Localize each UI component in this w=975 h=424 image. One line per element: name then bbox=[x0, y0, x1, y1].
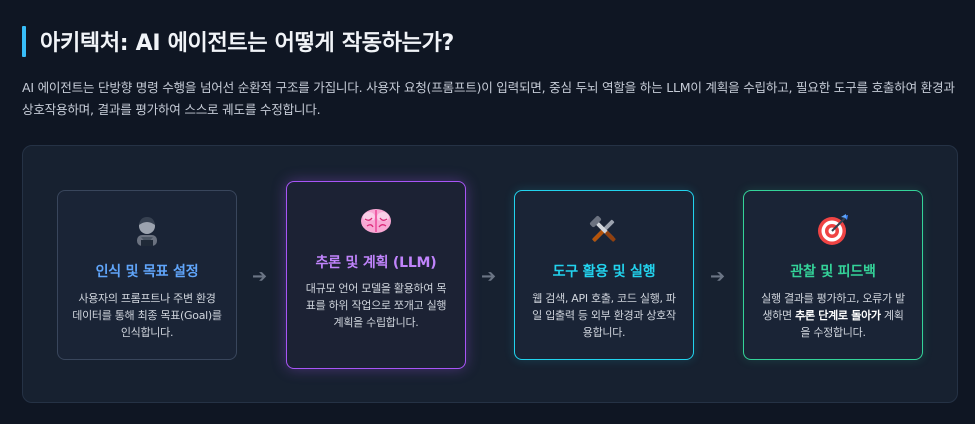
arrow-right-icon: ➔ bbox=[710, 266, 726, 287]
step-description: 사용자의 프롬프트나 주변 환경 데이터를 통해 최종 목표(Goal)를 인식… bbox=[72, 292, 222, 339]
step-card-feedback: 관찰 및 피드백 실행 결과를 평가하고, 오류가 발생하면 추론 단계로 돌아… bbox=[743, 190, 923, 360]
arrow-right-icon: ➔ bbox=[252, 266, 268, 287]
heading: 아키텍처: AI 에이전트는 어떻게 작동하는가? bbox=[22, 24, 454, 58]
step-title: 인식 및 목표 설정 bbox=[95, 264, 199, 280]
step-description: 웹 검색, API 호출, 코드 실행, 파일 입출력 등 외부 환경과 상호작… bbox=[532, 292, 676, 339]
step-card-execution: 도구 활용 및 실행 웹 검색, API 호출, 코드 실행, 파일 입출력 등… bbox=[514, 190, 694, 360]
step-description-text: 실행 결과를 평가하고, 오류가 발생하면 bbox=[761, 292, 905, 322]
heading-accent-bar bbox=[22, 25, 26, 57]
step-title: 추론 및 계획 (LLM) bbox=[315, 255, 437, 271]
person-icon bbox=[58, 213, 236, 247]
step-description: 실행 결과를 평가하고, 오류가 발생하면 추론 단계로 돌아가 계획을 수정합… bbox=[758, 290, 908, 341]
target-icon bbox=[744, 213, 922, 247]
arrow-right-icon: ➔ bbox=[481, 266, 497, 287]
step-title: 도구 활용 및 실행 bbox=[552, 264, 656, 280]
step-card-reasoning: 추론 및 계획 (LLM) 대규모 언어 모델을 활용하여 목표를 하위 작업으… bbox=[286, 181, 466, 369]
step-description-text: 계획을 수정합니다. bbox=[800, 309, 904, 339]
step-card-perception: 인식 및 목표 설정 사용자의 프롬프트나 주변 환경 데이터를 통해 최종 목… bbox=[57, 190, 237, 360]
tools-icon bbox=[515, 213, 693, 247]
brain-icon bbox=[287, 204, 465, 238]
step-title: 관찰 및 피드백 bbox=[790, 264, 876, 280]
step-description: 대규모 언어 모델을 활용하여 목표를 하위 작업으로 쪼개고 실행 계획을 수… bbox=[305, 282, 447, 329]
intro-paragraph: AI 에이전트는 단방향 명령 수행을 넘어선 순환적 구조를 가집니다. 사용… bbox=[22, 80, 955, 117]
step-description-highlight: 추론 단계로 돌아가 bbox=[795, 309, 881, 322]
page-title: 아키텍처: AI 에이전트는 어떻게 작동하는가? bbox=[40, 31, 454, 56]
